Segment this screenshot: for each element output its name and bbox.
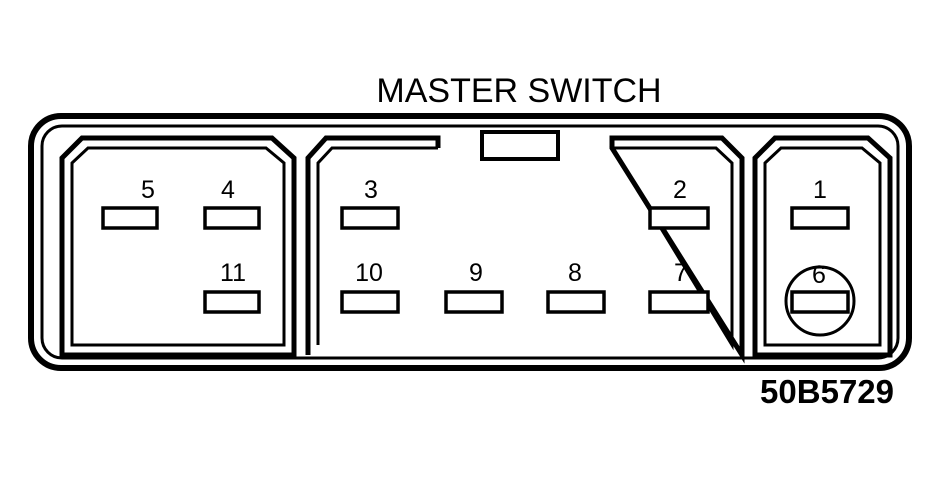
figure-code: 50B5729 <box>760 373 894 410</box>
pin-label: 9 <box>469 259 483 287</box>
pin-1: 1 <box>790 176 850 230</box>
pin-label: 11 <box>220 259 246 287</box>
pin-8: 8 <box>546 259 606 314</box>
connector-housing-inner <box>40 124 900 360</box>
center-cavity <box>305 130 745 364</box>
pin-label: 1 <box>813 176 827 204</box>
pin-label: 6 <box>812 261 826 289</box>
pin-label: 2 <box>673 176 687 204</box>
pin-6-ring <box>784 265 856 337</box>
pin-4: 4 <box>203 176 261 230</box>
left-cavity <box>59 135 297 358</box>
pin-label: 10 <box>355 259 383 287</box>
pin-10: 10 <box>340 259 400 314</box>
polarizing-key <box>480 130 560 161</box>
pin-2: 2 <box>648 176 710 230</box>
pin-11: 11 <box>203 259 261 314</box>
connector-housing-outer <box>28 113 912 371</box>
right-cavity <box>752 135 893 358</box>
pin-5: 5 <box>101 176 159 230</box>
pin-6: 6 <box>790 261 850 314</box>
pin-label: 8 <box>568 259 582 287</box>
pin-7: 7 <box>648 259 710 314</box>
pin-label: 4 <box>221 176 235 204</box>
pin-label: 3 <box>364 176 378 204</box>
pin-3: 3 <box>340 176 400 230</box>
diagram-title: MASTER SWITCH <box>376 72 661 110</box>
pin-9: 9 <box>444 259 504 314</box>
pin-label: 7 <box>674 259 688 287</box>
pin-label: 5 <box>141 176 155 204</box>
